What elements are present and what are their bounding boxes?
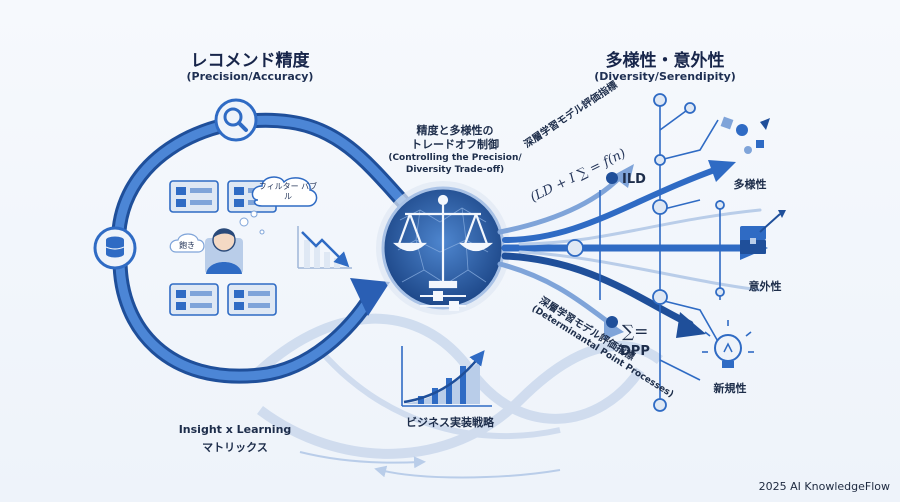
business-strategy-label: ビジネス実装戦略 — [406, 416, 494, 429]
tradeoff-title-line1: 精度と多様性の — [416, 124, 494, 137]
precision-loop — [111, 112, 428, 384]
tradeoff-title-line2: トレードオフ制御 — [411, 138, 499, 151]
tradeoff-english: (Controlling the Precision/ Diversity Tr… — [388, 153, 522, 175]
bottom-return-arrows — [299, 451, 561, 479]
branch-tree — [599, 100, 721, 405]
output-novelty: 新規性 — [713, 382, 747, 395]
item-card — [169, 180, 219, 213]
output-serendipity: 意外性 — [748, 280, 782, 293]
dpp-label: DPP — [620, 344, 650, 359]
tradeoff-core — [376, 181, 510, 315]
filter-bubble-label: フィルター バブル — [258, 182, 318, 201]
insight-label: Insight x Learning — [178, 423, 292, 436]
declining-chart-icon — [297, 226, 352, 269]
growth-chart-icon — [401, 346, 492, 407]
filter-bubble-cloud — [251, 176, 318, 207]
item-card — [169, 283, 219, 316]
treasure-chest-icon — [740, 210, 786, 254]
matrix-label: マトリックス — [202, 441, 268, 454]
database-icon — [93, 226, 137, 270]
user-avatar — [205, 228, 243, 274]
boredom-cloud — [169, 233, 205, 253]
diversity-subtitle: (Diversity/Serendipity) — [594, 70, 736, 83]
item-card — [227, 283, 277, 316]
lightbulb-icon — [702, 320, 754, 368]
thought-dots — [239, 210, 265, 235]
magnifier-icon — [214, 98, 258, 142]
output-diversity: 多様性 — [733, 178, 767, 191]
diversity-shapes-icon — [720, 116, 770, 154]
footer-credit: 2025 AI KnowledgeFlow — [758, 480, 890, 493]
precision-subtitle: (Precision/Accuracy) — [186, 70, 314, 83]
branch-nodes-dark — [606, 172, 618, 328]
sum-symbol: ∑= — [622, 322, 649, 342]
boredom-label: 飽き — [179, 241, 195, 250]
loop-arrow-head — [350, 278, 390, 316]
branch-nodes — [566, 93, 725, 412]
balance-scale-icon — [393, 194, 493, 289]
precision-title: レコメンド精度 — [190, 51, 310, 71]
slider-controls — [420, 291, 466, 311]
diversity-title: 多様性・意外性 — [605, 51, 725, 71]
tradeoff-title: 精度と多様性の トレードオフ制御 — [380, 124, 530, 152]
ild-label: ILD — [622, 172, 646, 187]
item-card-group — [169, 180, 277, 316]
